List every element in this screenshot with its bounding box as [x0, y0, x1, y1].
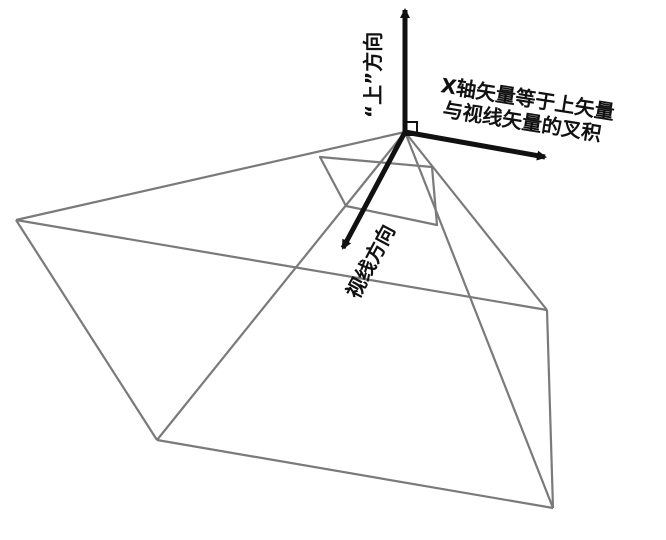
far-plane-bottom-edge: [156, 438, 554, 510]
far-plane-top-edge: [15, 218, 548, 312]
camera-axes: [340, 8, 547, 250]
near-plane: [318, 155, 439, 227]
view-vector-arrow: [340, 130, 408, 250]
apex-to-far-left: [15, 130, 406, 222]
apex-to-far-bottom-left: [156, 131, 406, 441]
up-direction-label: “上”方向: [361, 32, 385, 118]
x-axis-vector-arrow: [404, 129, 547, 161]
far-plane-right-edge: [545, 309, 555, 509]
apex-to-far-bottom-right: [403, 131, 555, 509]
frustum-wireframe: [15, 130, 555, 510]
apex-to-far-right: [404, 131, 548, 311]
far-plane-left-edge: [15, 219, 158, 441]
